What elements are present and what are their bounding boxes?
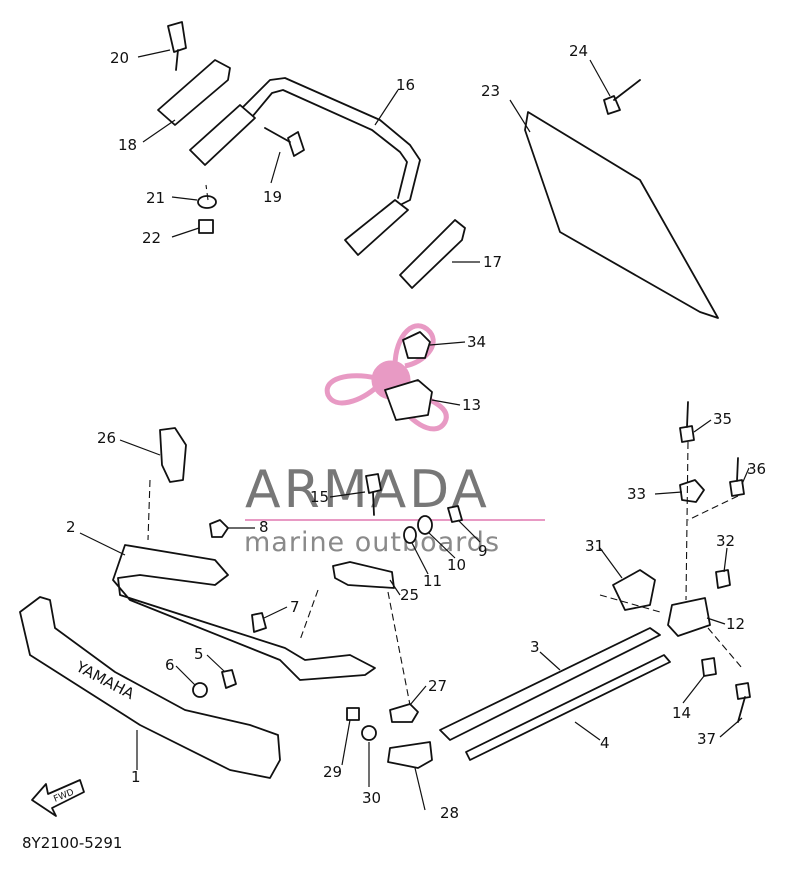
part-34-cap [402, 331, 431, 359]
part-label-9: 9 [478, 542, 488, 560]
part-37-pin [735, 682, 751, 700]
part-label-4: 4 [600, 734, 610, 752]
part-label-36: 36 [747, 460, 766, 478]
part-label-5: 5 [194, 645, 204, 663]
part-label-15: 15 [310, 488, 329, 506]
part-36-pin [729, 479, 745, 497]
part-22-nut [198, 219, 214, 234]
part-12-bracket [667, 597, 711, 637]
part-2-frame [112, 544, 376, 681]
part-label-34: 34 [467, 333, 486, 351]
part-label-12: 12 [726, 615, 745, 633]
part-label-17: 17 [483, 253, 502, 271]
part-label-11: 11 [423, 572, 442, 590]
part-24-fastener [603, 95, 621, 115]
part-label-6: 6 [165, 656, 175, 674]
part-15-bolt [365, 473, 382, 494]
part-23-plate [524, 111, 719, 319]
part-29-nut [346, 707, 360, 721]
part-13-clamp [384, 379, 433, 421]
part-28-cap [387, 741, 433, 769]
part-label-21: 21 [146, 189, 165, 207]
part-label-32: 32 [716, 532, 735, 550]
part-33-clip [679, 479, 705, 503]
part-label-20: 20 [110, 49, 129, 67]
part-3-rail [439, 627, 661, 741]
part-4-rail [465, 654, 671, 761]
part-label-31: 31 [585, 537, 604, 555]
part-5-screw [221, 669, 237, 689]
part-7-bolt [251, 612, 267, 633]
part-16-handle [239, 77, 421, 211]
part-8-nut [209, 519, 229, 538]
watermark-brand: ARMADA [245, 460, 490, 520]
part-label-28: 28 [440, 804, 459, 822]
part-21-grommet [197, 195, 217, 209]
part-18-grip [157, 59, 231, 126]
forward-arrow-icon: FWD [31, 779, 85, 817]
part-19-bolt [287, 131, 305, 157]
part-32-screw [715, 569, 731, 589]
part-label-29: 29 [323, 763, 342, 781]
part-labels: 1234567891011121314151617181920212223242… [66, 42, 766, 822]
part-35-pin [679, 425, 695, 443]
part-label-19: 19 [263, 188, 282, 206]
part-16-bracket-right [344, 199, 409, 256]
part-label-24: 24 [569, 42, 588, 60]
part-9-screw [447, 505, 463, 523]
part-label-14: 14 [672, 704, 691, 722]
part-label-22: 22 [142, 229, 161, 247]
leader-lines [79, 49, 750, 811]
part-label-33: 33 [627, 485, 646, 503]
part-20-bolt [167, 21, 187, 53]
part-label-3: 3 [530, 638, 540, 656]
part-label-37: 37 [697, 730, 716, 748]
catalog-code: 8Y2100-5291 [22, 834, 122, 852]
part-label-25: 25 [400, 586, 419, 604]
part-14-screw [701, 657, 717, 677]
part-17-grip [399, 219, 466, 289]
part-label-16: 16 [396, 76, 415, 94]
part-label-35: 35 [713, 410, 732, 428]
part-label-7: 7 [290, 598, 300, 616]
part-1-bumper [19, 596, 281, 779]
part-label-1: 1 [131, 768, 141, 786]
part-26-bracket [159, 427, 187, 483]
part-16-bracket-left [189, 104, 256, 166]
part-27-clip [389, 703, 419, 723]
part-label-8: 8 [259, 518, 269, 536]
part-label-30: 30 [362, 789, 381, 807]
part-11-collar [403, 526, 417, 544]
part-label-18: 18 [118, 136, 137, 154]
part-30-washer [361, 725, 377, 741]
part-6-washer [192, 682, 208, 698]
part-25-bracket [332, 561, 395, 589]
watermark: ARMADA marine outboards [244, 323, 545, 558]
part-label-27: 27 [428, 677, 447, 695]
part-label-13: 13 [462, 396, 481, 414]
part-label-23: 23 [481, 82, 500, 100]
part-label-10: 10 [447, 556, 466, 574]
part-label-26: 26 [97, 429, 116, 447]
watermark-tagline: marine outboards [244, 527, 500, 558]
part-label-2: 2 [66, 518, 76, 536]
part-10-washer [417, 515, 433, 535]
part-31-block [612, 569, 656, 611]
